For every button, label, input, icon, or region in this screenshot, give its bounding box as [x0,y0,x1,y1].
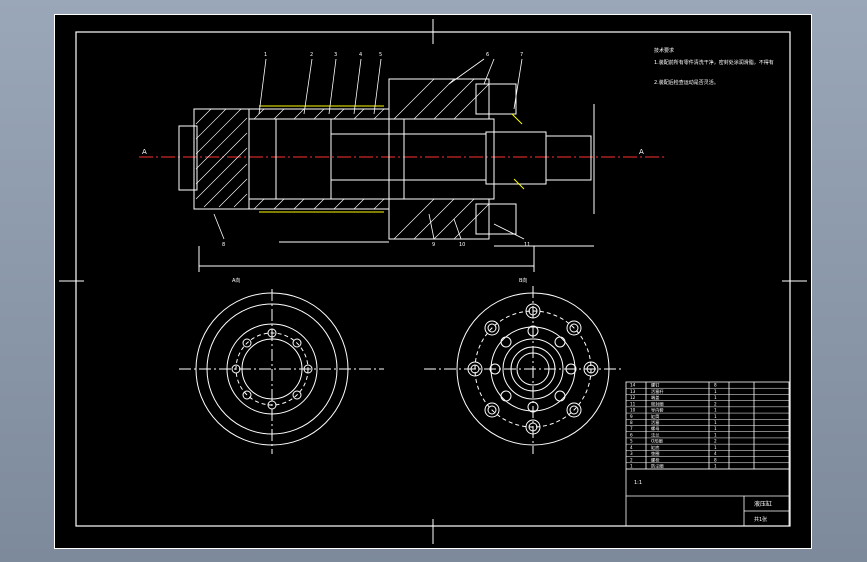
notes-line-1: 1.装配前所有零件清洗干净，密封处涂润滑脂，不得有 [654,59,774,66]
right-end-view [424,286,624,454]
parts-cell-name: 螺栓 [651,456,660,463]
parts-cell-name: 活塞杆 [651,388,664,395]
callout-numbers: 1 2 3 4 5 6 7 8 9 10 11 [222,52,530,248]
parts-cell-no: 11 [630,401,636,406]
parts-cell-qty: 4 [714,451,717,456]
callout-8: 8 [222,242,225,248]
parts-cell-no: 6 [630,432,633,437]
centering-marks [59,19,807,544]
parts-cell-name: 导向套 [651,407,664,414]
cad-drawing: 1 2 3 4 5 6 7 8 9 10 11 A A 技术要求 1.装配前所有… [54,14,812,549]
parts-cell-no: 12 [630,395,636,400]
section-view [139,78,664,272]
parts-cell-qty: 1 [714,389,717,394]
parts-cell-no: 1 [630,464,633,469]
parts-cell-name: O形圈 [651,438,663,445]
notes-line-2: 2.装配后检查运动是否灵活。 [654,79,719,86]
section-label-right: A [639,148,644,156]
parts-cell-no: 3 [630,451,633,456]
parts-cell-name: 端盖 [651,394,659,401]
section-hatching [195,78,490,240]
parts-cell-name: 法兰 [651,431,659,438]
parts-cell-name: 活塞 [651,419,660,426]
callout-7: 7 [520,52,523,58]
parts-cell-no: 7 [630,426,633,431]
callout-3: 3 [334,52,337,58]
parts-cell-qty: 1 [714,432,717,437]
parts-cell-qty: 8 [714,383,717,388]
parts-cell-name: 密封圈 [651,400,664,407]
callout-leaders [213,58,525,240]
parts-cell-qty: 1 [714,395,717,400]
view-label-right: B向 [519,277,527,284]
section-label-left: A [142,148,147,156]
parts-cell-no: 5 [630,439,633,444]
parts-cell-no: 10 [630,408,636,413]
inner-frame [75,31,791,527]
parts-cell-qty: 1 [714,445,717,450]
parts-cell-name: 防尘圈 [651,463,664,470]
parts-cell-name: 螺母 [651,425,659,432]
parts-cell-qty: 2 [714,401,717,406]
callout-10: 10 [459,242,465,248]
parts-cell-qty: 1 [714,464,717,469]
parts-cell-name: 缸筒 [651,413,659,420]
notes-title: 技术要求 [654,47,674,54]
callout-1: 1 [264,52,267,58]
outer-frame [54,14,812,549]
parts-cell-name: 缸底 [651,444,659,451]
parts-cell-no: 9 [630,414,633,419]
parts-cell-no: 4 [630,445,633,450]
sheet-count: 共1张 [754,516,767,523]
drawing-viewport[interactable]: 1 2 3 4 5 6 7 8 9 10 11 A A 技术要求 1.装配前所有… [54,14,812,549]
parts-cell-no: 2 [630,457,633,462]
drawing-name: 液压缸 [754,500,772,508]
parts-cell-qty: 1 [714,408,717,413]
callout-9: 9 [432,242,435,248]
callout-6: 6 [486,52,489,58]
technical-notes: 技术要求 1.装配前所有零件清洗干净，密封处涂润滑脂，不得有 2.装配后检查运动… [654,47,774,86]
callout-11: 11 [524,242,530,248]
section-accents [259,105,525,213]
parts-cell-qty: 1 [714,414,717,419]
parts-cell-name: 垫圈 [651,450,659,457]
left-end-view [179,289,384,454]
callout-4: 4 [359,52,362,58]
parts-cell-qty: 1 [714,426,717,431]
parts-cell-qty: 1 [714,420,717,425]
view-label-left: A向 [232,277,240,284]
parts-cell-no: 14 [630,383,636,388]
parts-cell-no: 8 [630,420,633,425]
parts-cell-no: 13 [630,389,636,394]
parts-cell-name: 螺钉 [651,382,660,389]
parts-cell-qty: 8 [714,457,717,462]
callout-2: 2 [310,52,313,58]
scale-value: 1:1 [634,480,642,486]
parts-cell-qty: 2 [714,439,717,444]
callout-5: 5 [379,52,382,58]
